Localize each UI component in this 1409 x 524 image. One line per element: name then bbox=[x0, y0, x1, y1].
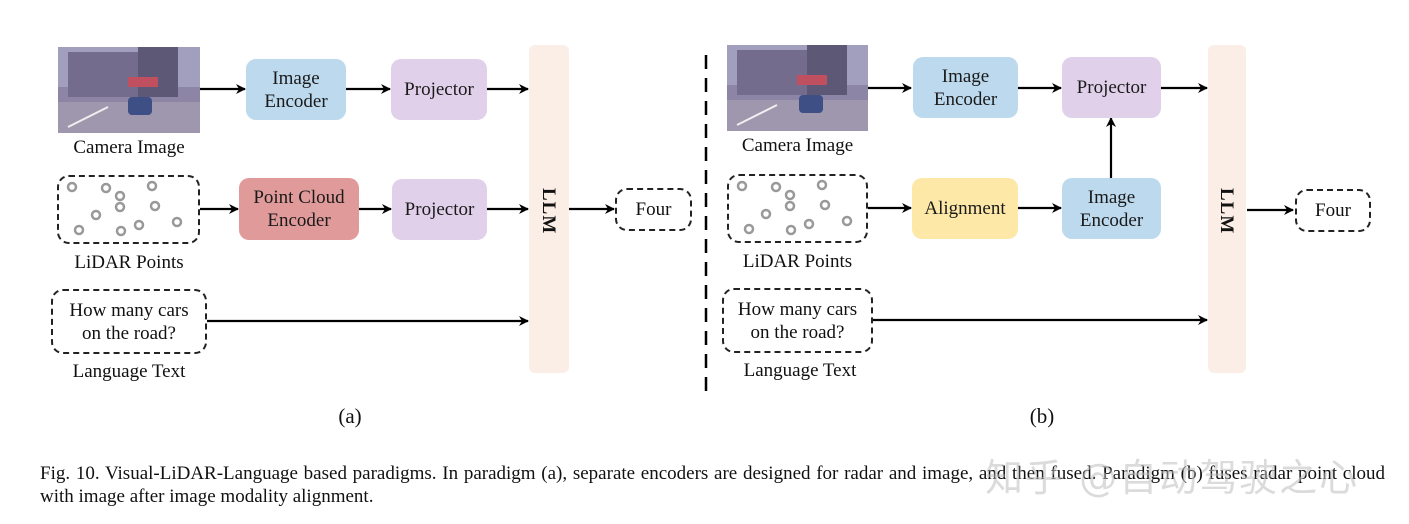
alignment-label: Alignment bbox=[924, 198, 1006, 219]
camera-image-label: Camera Image bbox=[73, 137, 185, 158]
question-box-b: How many cars on the road? bbox=[722, 288, 873, 353]
street-scene-image bbox=[58, 47, 200, 133]
image-encoder-box-bottom-b: Image Encoder bbox=[1062, 178, 1161, 239]
image-encoder-top-line-1: Image bbox=[941, 65, 990, 87]
output-label-b: Four bbox=[1315, 200, 1351, 221]
lidar-points-box-b bbox=[727, 174, 868, 243]
projector-label-b: Projector bbox=[1076, 77, 1147, 98]
image-encoder-line-2: Encoder bbox=[264, 90, 328, 112]
output-box-b: Four bbox=[1295, 189, 1371, 232]
panel-b-label: (b) bbox=[1029, 404, 1055, 428]
output-box: Four bbox=[615, 188, 692, 231]
llm-label: LLM bbox=[538, 188, 559, 235]
language-text-label-b: Language Text bbox=[743, 360, 857, 381]
panel-a-label: (a) bbox=[338, 404, 362, 428]
projector-top-label: Projector bbox=[404, 79, 474, 100]
llm-block bbox=[529, 45, 569, 373]
image-encoder-box: Image Encoder bbox=[246, 59, 346, 120]
projector-box-bottom: Projector bbox=[392, 179, 487, 240]
llm-block-b bbox=[1208, 45, 1246, 373]
llm-label-b: LLM bbox=[1216, 188, 1237, 235]
language-text-label: Language Text bbox=[72, 361, 186, 382]
street-scene-image bbox=[727, 45, 868, 131]
alignment-box: Alignment bbox=[912, 178, 1018, 239]
question-box: How many cars on the road? bbox=[51, 289, 207, 354]
image-encoder-box-top-b: Image Encoder bbox=[913, 57, 1018, 118]
figure-caption: Fig. 10. Visual-LiDAR-Language based par… bbox=[40, 463, 1385, 507]
question-line-2: on the road? bbox=[82, 322, 176, 344]
question-line-1: How many cars bbox=[69, 299, 189, 321]
point-cloud-encoder-line-1: Point Cloud bbox=[253, 187, 345, 208]
lidar-point-cloud-icon bbox=[736, 179, 853, 236]
image-encoder-top-line-2: Encoder bbox=[933, 88, 998, 110]
point-cloud-encoder-line-2: Encoder bbox=[267, 210, 331, 231]
lidar-point-cloud-icon bbox=[66, 180, 183, 237]
image-encoder-bottom-line-1: Image bbox=[1087, 186, 1136, 208]
projector-box-b: Projector bbox=[1062, 57, 1161, 118]
lidar-points-label: LiDAR Points bbox=[74, 252, 184, 273]
image-encoder-bottom-line-2: Encoder bbox=[1079, 209, 1144, 231]
camera-image-thumbnail bbox=[58, 47, 200, 133]
lidar-points-box bbox=[57, 175, 200, 244]
image-encoder-line-1: Image bbox=[272, 67, 320, 89]
watermark: 知乎 @自动驾驶之心 bbox=[985, 456, 1360, 500]
question-line-1-b: How many cars bbox=[737, 298, 858, 320]
question-line-2-b: on the road? bbox=[750, 321, 845, 343]
projector-bottom-label: Projector bbox=[404, 199, 475, 220]
camera-image-label-b: Camera Image bbox=[741, 135, 854, 156]
lidar-points-label-b: LiDAR Points bbox=[742, 251, 853, 272]
projector-box-top: Projector bbox=[391, 59, 487, 120]
camera-image-thumbnail-b bbox=[727, 45, 868, 131]
output-label: Four bbox=[635, 199, 672, 220]
point-cloud-encoder-box: Point Cloud Encoder bbox=[239, 178, 359, 240]
